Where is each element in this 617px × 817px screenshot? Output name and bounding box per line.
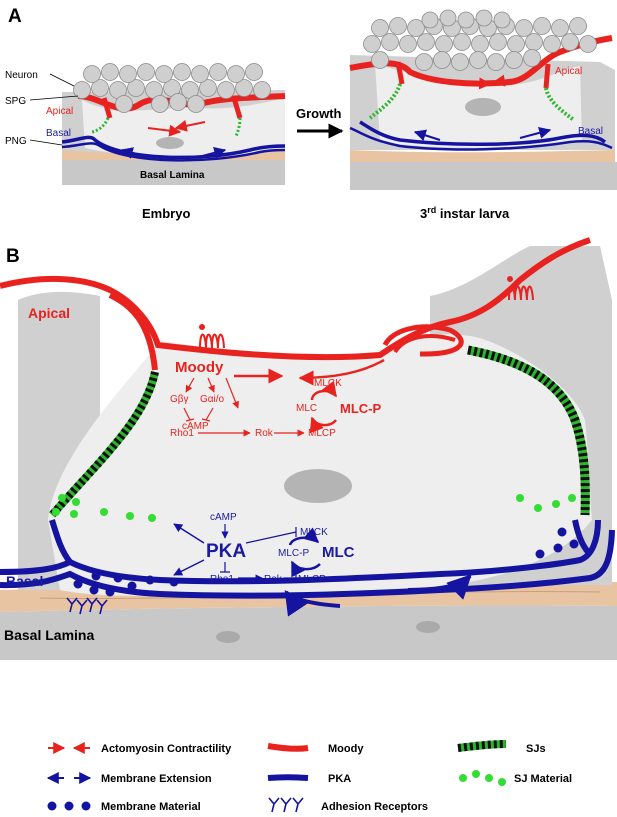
embryo-nucleus	[156, 137, 184, 149]
mlc-p-pka-label: MLC-P	[278, 548, 309, 559]
membrane-material	[73, 527, 579, 597]
legend-adhesion: Adhesion Receptors	[268, 797, 428, 813]
legend-membrane-material: Membrane Material	[47, 801, 201, 813]
moody-receptor	[199, 324, 225, 349]
embryo-basal-membrane	[61, 135, 286, 160]
mlck-pka-label: MLCK	[300, 527, 328, 538]
larva-nucleus	[465, 98, 501, 116]
mlc-p-moody-label: MLC-P	[340, 401, 381, 416]
legend-sj-material: SJ Material	[459, 770, 572, 786]
legend-actomyosin-label: Actomyosin Contractility	[101, 743, 232, 755]
basal-label: Basal	[6, 573, 43, 589]
adhesion-receptors	[66, 597, 108, 615]
legend-actomyosin: Actomyosin Contractility	[48, 742, 232, 755]
growth-label: Growth	[296, 106, 342, 121]
legend-pka: PKA	[267, 773, 351, 785]
legend-pka-label: PKA	[328, 773, 351, 785]
embryo-neurons	[73, 63, 271, 113]
legend-adhesion-label: Adhesion Receptors	[321, 801, 428, 813]
legend-sjs: SJs	[457, 740, 546, 755]
panel-b-diagram: Moody Gβγ Gαi/o cAMP Rho1 Rok MLCP MLCK …	[0, 237, 617, 660]
embryo-basal-label: Basal	[46, 128, 71, 139]
larva-caption-number: 3	[420, 206, 427, 221]
camp-moody-label: cAMP	[182, 421, 209, 432]
apical-label: Apical	[28, 305, 70, 321]
larva-schematic: Apical Basal 3rd instar larva	[349, 9, 617, 221]
basal-lamina-label: Basal Lamina	[4, 627, 94, 643]
rho1-pka-label: Rho1	[210, 574, 234, 585]
apical-membrane	[0, 237, 591, 361]
mlck-moody-label: MLCK	[314, 378, 342, 389]
embryo-apical-label: Apical	[46, 106, 73, 117]
neuron-leader	[49, 73, 75, 87]
larva-apical-label: Apical	[555, 66, 582, 77]
pka-pathway: cAMP PKA Rho1 Rok MLCP MLCK MLC-P MLC	[173, 512, 355, 585]
moody-pathway: Moody Gβγ Gαi/o cAMP Rho1 Rok MLCP MLCK …	[170, 359, 381, 439]
legend-membrane-material-label: Membrane Material	[101, 801, 201, 813]
legend: Actomyosin Contractility Moody SJs Membr…	[46, 740, 572, 813]
legend-sj-material-label: SJ Material	[514, 773, 572, 785]
neuron-label: Neuron	[5, 70, 38, 81]
mlcp-moody-label: MLCP	[308, 428, 336, 439]
png-label: PNG	[5, 136, 27, 147]
larva-caption-text: instar larva	[436, 206, 510, 221]
spg-nucleus	[284, 469, 352, 503]
png-leader	[29, 139, 63, 146]
embryo-basal-lamina-label: Basal Lamina	[140, 170, 205, 181]
panel-a-letter: A	[8, 6, 22, 27]
spg-label: SPG	[5, 96, 26, 107]
moody-label: Moody	[175, 359, 224, 376]
legend-membrane-extension: Membrane Extension	[46, 772, 212, 785]
rok-moody-label: Rok	[255, 428, 274, 439]
moody-receptor-top	[507, 276, 534, 301]
spg-cell	[48, 334, 592, 596]
embryo-schematic: Neuron SPG PNG Apical Basal Basal Lamina…	[5, 63, 286, 221]
sj-material	[52, 494, 576, 522]
larva-caption-superscript: rd	[427, 205, 436, 215]
legend-sjs-label: SJs	[526, 743, 546, 755]
larva-basal-membrane	[359, 120, 607, 147]
pka-label: PKA	[206, 541, 246, 562]
mlc-pka-label: MLC	[322, 544, 355, 561]
legend-moody: Moody	[267, 743, 364, 755]
larva-neurons	[363, 9, 597, 71]
camp-pka-label: cAMP	[210, 512, 237, 523]
embryo-caption: Embryo	[142, 206, 190, 221]
gaio-label: Gαi/o	[200, 394, 225, 405]
rho1-moody-label: Rho1	[170, 428, 194, 439]
legend-moody-label: Moody	[328, 743, 364, 755]
larva-caption: 3rd instar larva	[420, 205, 510, 221]
mlc-moody-label: MLC	[296, 403, 317, 414]
mlcp-pka-label: MLCP	[298, 574, 326, 585]
gby-label: Gβγ	[170, 394, 189, 405]
larva-basal-label: Basal	[578, 126, 603, 137]
spg-leader	[29, 95, 79, 101]
panel-b-letter: B	[6, 246, 20, 267]
rok-pka-label: Rok	[264, 574, 283, 585]
legend-membrane-extension-label: Membrane Extension	[101, 773, 212, 785]
